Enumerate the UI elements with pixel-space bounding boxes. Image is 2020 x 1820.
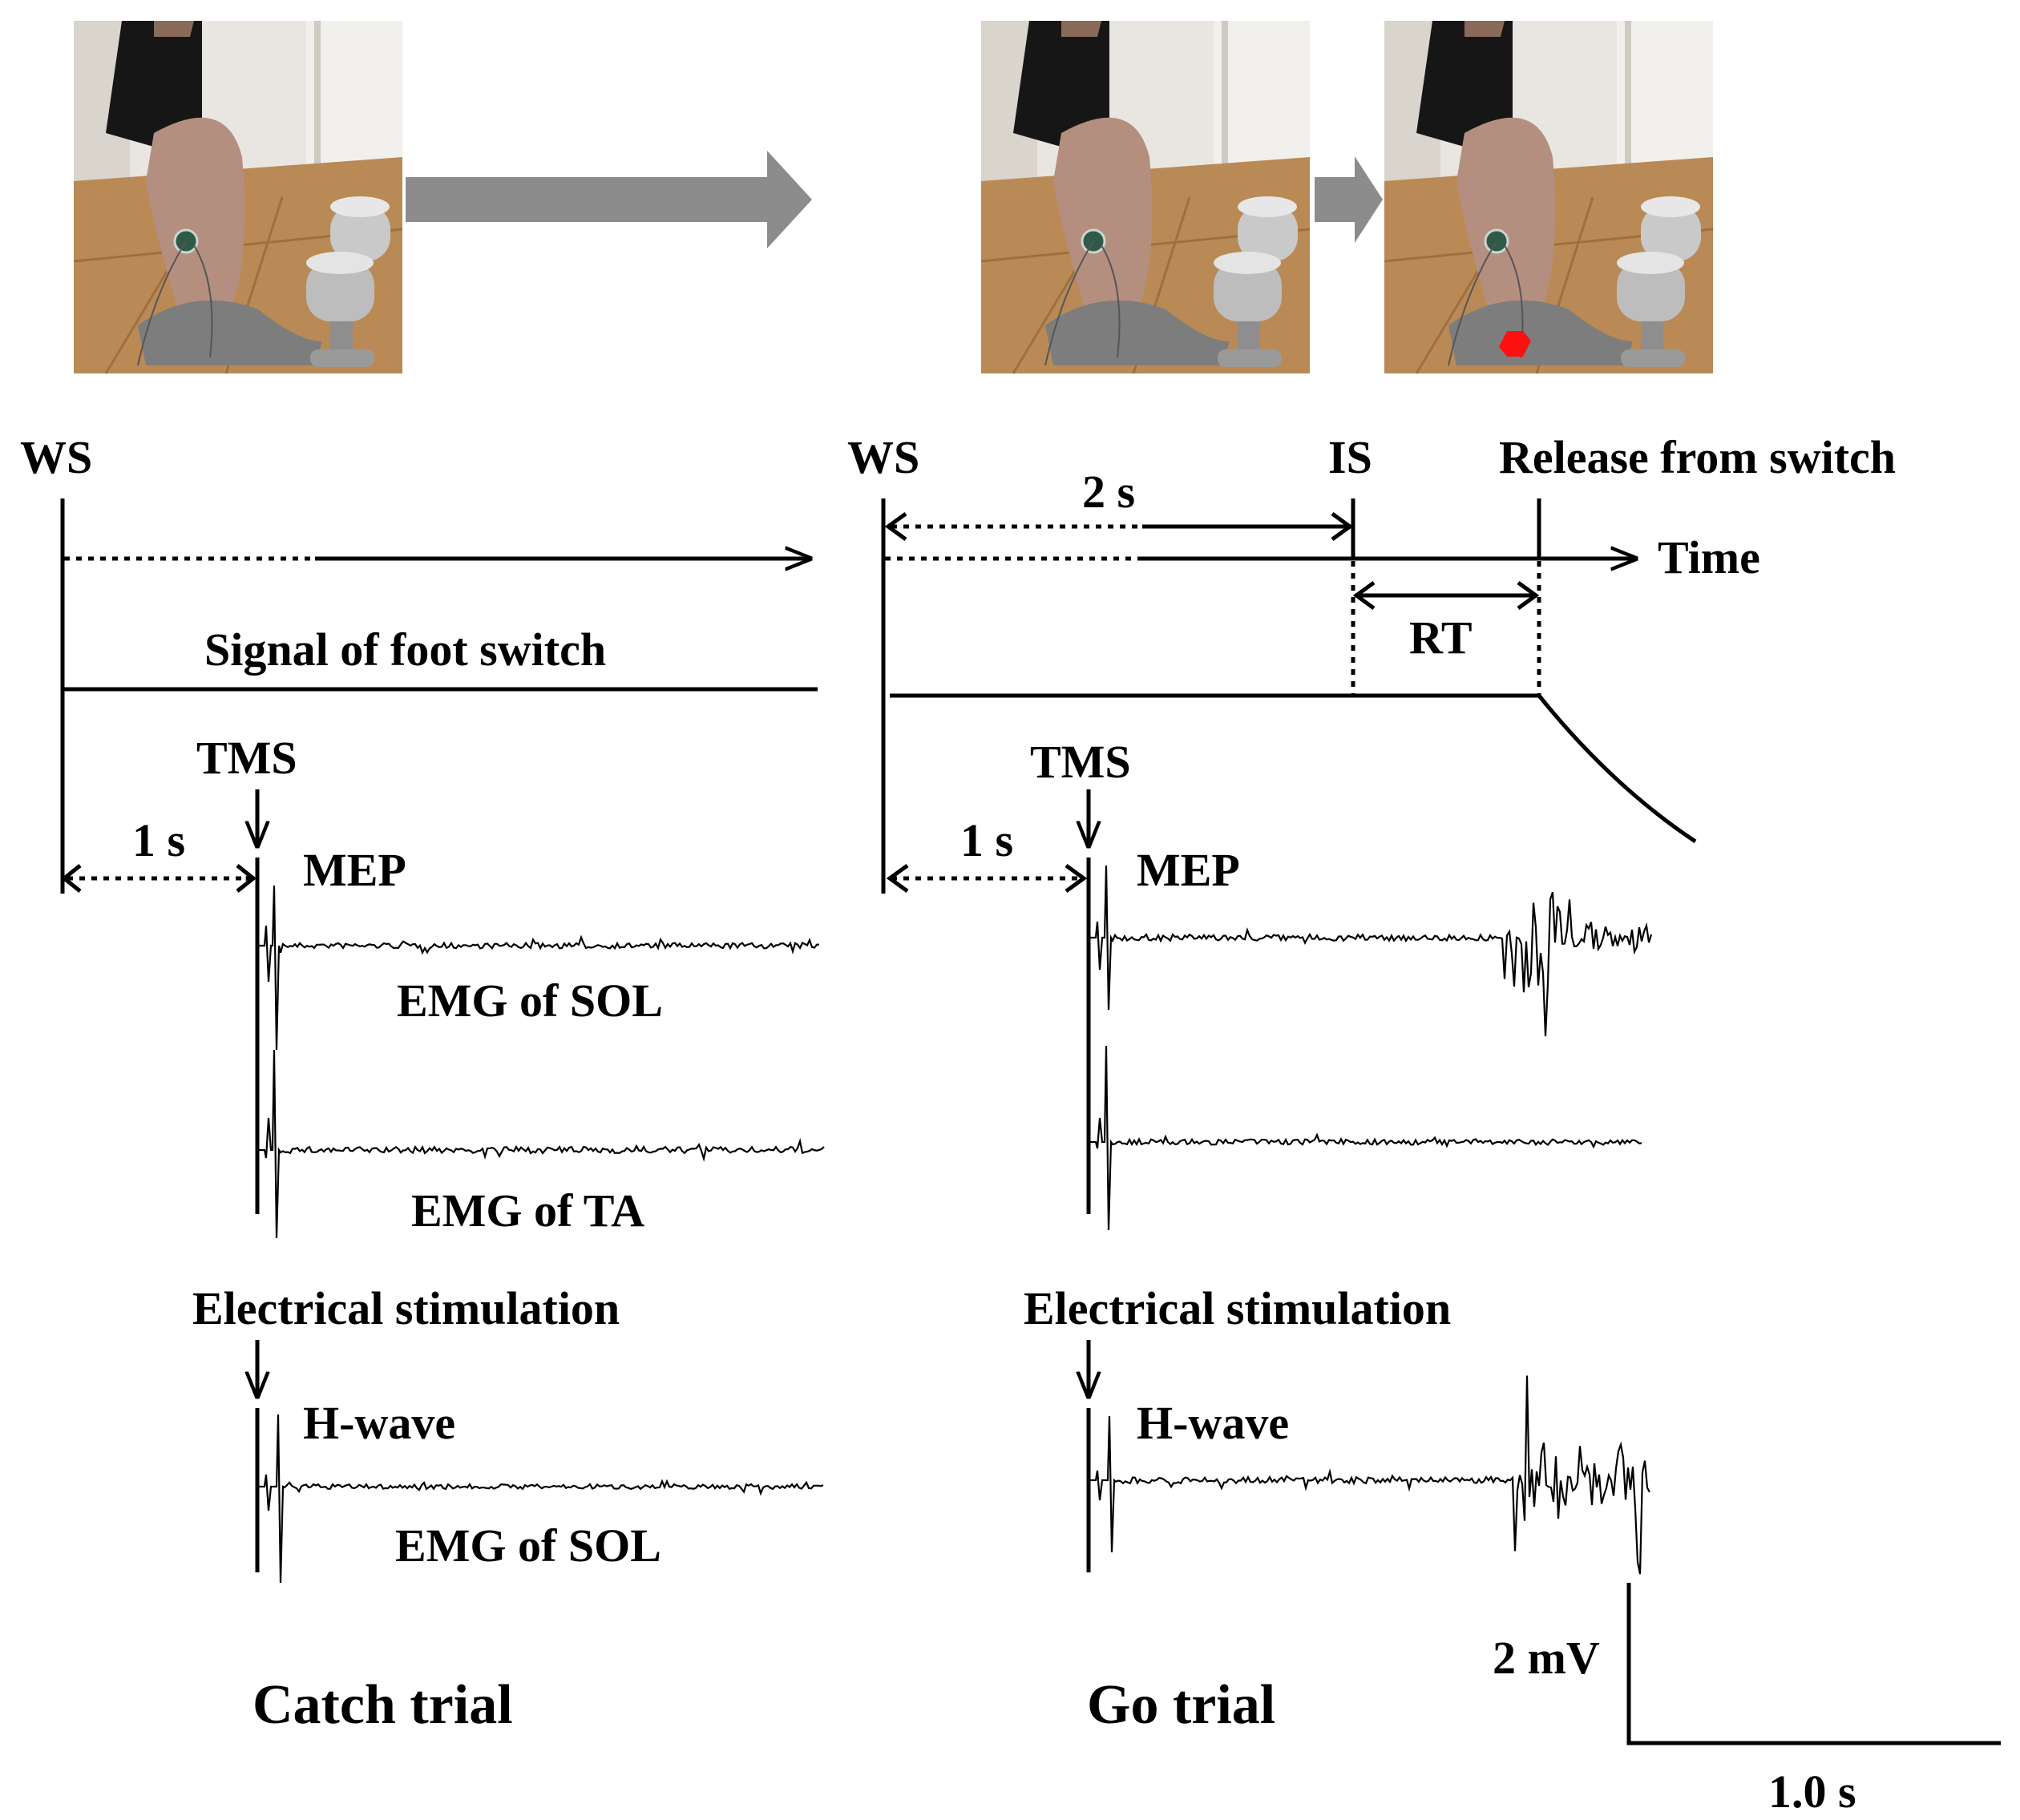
go-release-label: Release from switch — [1499, 431, 1896, 483]
go-hwave-trace — [1089, 1375, 1650, 1575]
catch-1s-arrowheads — [60, 864, 257, 893]
progress-arrow-large — [406, 151, 812, 248]
catch-electrical-label: Electrical stimulation — [192, 1282, 620, 1334]
catch-ws-label: WS — [20, 431, 92, 483]
go-rt-arrowheads — [1352, 580, 1540, 611]
catch-photo — [72, 19, 404, 375]
scale-bar — [1626, 1583, 2001, 1745]
go-1s-label: 1 s — [960, 814, 1013, 866]
progress-arrow-small — [1315, 156, 1383, 243]
go-emg-ta-trace — [1089, 1045, 1642, 1231]
go-tms-label: TMS — [1030, 736, 1131, 788]
go-photo-wait — [980, 19, 1311, 375]
catch-mep-label: MEP — [303, 844, 406, 896]
go-2s-label: 2 s — [1082, 466, 1135, 518]
catch-emg-sol-trace — [258, 885, 820, 1051]
go-trial-title: Go trial — [1087, 1674, 1275, 1736]
go-2s-arrowhead-right — [1331, 511, 1354, 542]
go-photo-release — [1383, 19, 1715, 375]
go-2s-arrowhead-left — [884, 511, 907, 542]
scale-amplitude-label: 2 mV — [1493, 1632, 1600, 1684]
catch-emg-sol-label: EMG of SOL — [397, 975, 663, 1027]
go-mep-label: MEP — [1137, 844, 1240, 896]
go-switch-signal — [890, 693, 1697, 844]
catch-emg-sol-label-2: EMG of SOL — [395, 1519, 661, 1572]
catch-trial-title: Catch trial — [252, 1674, 513, 1736]
go-ws-label: WS — [847, 431, 919, 483]
go-hwave-label: H-wave — [1137, 1397, 1289, 1449]
go-rt-label: RT — [1409, 611, 1473, 664]
catch-emg-ta-label: EMG of TA — [411, 1184, 644, 1237]
go-is-label: IS — [1328, 431, 1372, 483]
go-electrical-label: Electrical stimulation — [1024, 1282, 1451, 1334]
go-1s-arrowheads — [886, 863, 1088, 894]
release-marker — [1499, 331, 1531, 357]
scale-time-label: 1.0 s — [1768, 1766, 1856, 1816]
catch-emg-ta-trace — [258, 1049, 825, 1239]
go-emg-sol-trace — [1089, 865, 1653, 1037]
catch-hwave-label: H-wave — [303, 1397, 455, 1449]
catch-hwave-trace — [258, 1414, 824, 1584]
catch-1s-label: 1 s — [132, 814, 185, 866]
go-time-label: Time — [1658, 531, 1760, 583]
catch-signal-label: Signal of foot switch — [204, 623, 606, 676]
catch-tms-label: TMS — [196, 732, 297, 784]
